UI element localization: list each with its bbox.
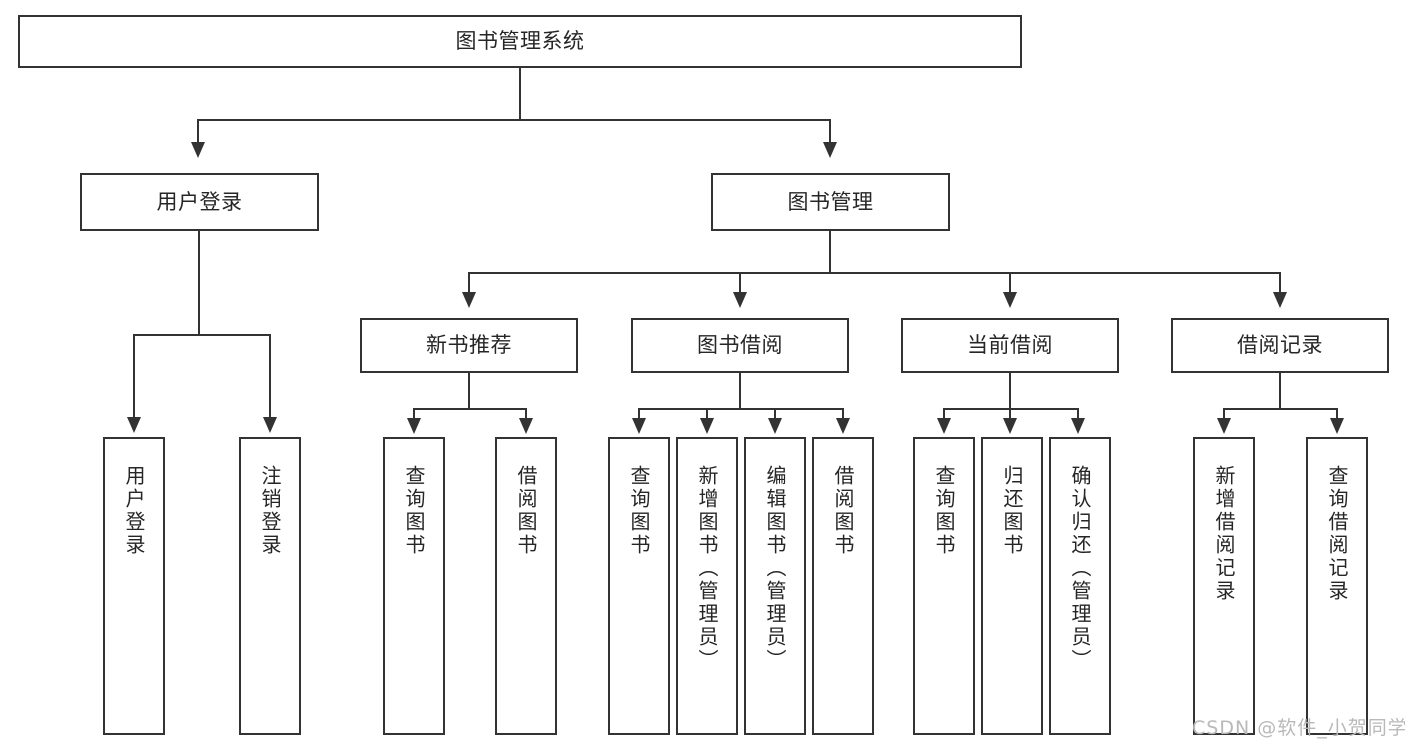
node-borrow-record[interactable]: 借阅记录 bbox=[1171, 318, 1389, 373]
node-label: 查询图书 bbox=[402, 465, 426, 557]
leaf-current-borrow-query[interactable]: 查询图书 bbox=[913, 437, 975, 735]
edge-current-borrow-drop-1 bbox=[943, 408, 945, 420]
edge-to-borrow-record bbox=[1279, 272, 1281, 294]
node-label: 编辑图书（管理员） bbox=[763, 465, 787, 672]
arrow-new-book-leaf-1 bbox=[407, 418, 421, 434]
edge-user-login-stem bbox=[198, 231, 200, 335]
arrow-current-borrow-leaf-1 bbox=[937, 418, 951, 434]
edge-user-login-bus bbox=[133, 334, 270, 336]
node-book-management[interactable]: 图书管理 bbox=[711, 173, 950, 231]
edge-to-book-borrow bbox=[739, 272, 741, 294]
node-new-book-recommend[interactable]: 新书推荐 bbox=[360, 318, 578, 373]
node-label: 借阅记录 bbox=[1237, 333, 1323, 358]
node-current-borrow[interactable]: 当前借阅 bbox=[901, 318, 1119, 373]
edge-current-borrow-bus bbox=[943, 408, 1079, 410]
node-label: 注销登录 bbox=[258, 465, 282, 557]
leaf-current-borrow-confirm-return[interactable]: 确认归还（管理员） bbox=[1049, 437, 1111, 735]
leaf-logout[interactable]: 注销登录 bbox=[239, 437, 301, 735]
node-user-login[interactable]: 用户登录 bbox=[80, 173, 319, 231]
edge-to-current-borrow bbox=[1009, 272, 1011, 294]
arrow-to-book-borrow bbox=[733, 292, 747, 308]
node-book-borrow[interactable]: 图书借阅 bbox=[631, 318, 849, 373]
node-label: 新书推荐 bbox=[426, 333, 512, 358]
edge-current-borrow-stem bbox=[1009, 373, 1011, 409]
arrow-to-leaf-user-login bbox=[127, 417, 141, 433]
edge-borrow-record-bus bbox=[1223, 408, 1337, 410]
arrow-current-borrow-leaf-3 bbox=[1071, 418, 1085, 434]
edge-to-new-book bbox=[468, 272, 470, 294]
arrow-book-borrow-leaf-3 bbox=[768, 418, 782, 434]
node-label: 新增借阅记录 bbox=[1212, 465, 1236, 603]
arrow-borrow-record-leaf-2 bbox=[1330, 418, 1344, 434]
leaf-book-borrow-query[interactable]: 查询图书 bbox=[608, 437, 670, 735]
edge-borrow-record-drop-2 bbox=[1336, 408, 1338, 420]
node-label: 新增图书（管理员） bbox=[695, 465, 719, 672]
edge-new-book-drop-2 bbox=[525, 408, 527, 420]
edge-book-borrow-drop-2 bbox=[706, 408, 708, 420]
node-label: 用户登录 bbox=[122, 465, 146, 557]
node-label: 查询图书 bbox=[932, 465, 956, 557]
arrow-book-borrow-leaf-1 bbox=[632, 418, 646, 434]
edge-book-borrow-drop-3 bbox=[774, 408, 776, 420]
leaf-book-borrow-borrow[interactable]: 借阅图书 bbox=[812, 437, 874, 735]
leaf-borrow-record-query[interactable]: 查询借阅记录 bbox=[1306, 437, 1368, 735]
arrow-new-book-leaf-2 bbox=[519, 418, 533, 434]
edge-user-login-right-drop bbox=[269, 334, 271, 419]
edge-book-mgmt-stem bbox=[829, 231, 831, 273]
edge-new-book-bus bbox=[413, 408, 526, 410]
edge-book-borrow-stem bbox=[739, 373, 741, 409]
leaf-new-book-borrow[interactable]: 借阅图书 bbox=[495, 437, 557, 735]
edge-new-book-stem bbox=[468, 373, 470, 409]
edge-new-book-drop-1 bbox=[413, 408, 415, 420]
edge-borrow-record-drop-1 bbox=[1223, 408, 1225, 420]
node-root-system[interactable]: 图书管理系统 bbox=[18, 15, 1022, 68]
edge-book-mgmt-bus bbox=[468, 272, 1280, 274]
edge-root-bus bbox=[197, 119, 831, 121]
arrow-borrow-record-leaf-1 bbox=[1217, 418, 1231, 434]
arrow-to-current-borrow bbox=[1003, 292, 1017, 308]
arrow-root-to-user-login bbox=[191, 142, 205, 158]
leaf-book-borrow-edit[interactable]: 编辑图书（管理员） bbox=[744, 437, 806, 735]
node-label: 借阅图书 bbox=[831, 465, 855, 557]
node-label: 图书借阅 bbox=[697, 333, 783, 358]
leaf-user-login[interactable]: 用户登录 bbox=[103, 437, 165, 735]
edge-current-borrow-drop-3 bbox=[1077, 408, 1079, 420]
edge-book-borrow-bus bbox=[638, 408, 844, 410]
leaf-current-borrow-return[interactable]: 归还图书 bbox=[981, 437, 1043, 735]
edge-root-stem bbox=[519, 68, 521, 120]
leaf-borrow-record-add[interactable]: 新增借阅记录 bbox=[1193, 437, 1255, 735]
node-label: 当前借阅 bbox=[967, 333, 1053, 358]
leaf-book-borrow-add[interactable]: 新增图书（管理员） bbox=[676, 437, 738, 735]
node-label: 确认归还（管理员） bbox=[1068, 465, 1092, 672]
edge-book-borrow-drop-4 bbox=[842, 408, 844, 420]
node-label: 归还图书 bbox=[1000, 465, 1024, 557]
node-label: 借阅图书 bbox=[514, 465, 538, 557]
node-label: 图书管理 bbox=[787, 189, 874, 214]
arrow-to-new-book bbox=[462, 292, 476, 308]
arrow-root-to-book-mgmt bbox=[823, 142, 837, 158]
arrow-current-borrow-leaf-2 bbox=[1003, 418, 1017, 434]
edge-root-to-user-login bbox=[197, 119, 199, 145]
arrow-book-borrow-leaf-2 bbox=[700, 418, 714, 434]
arrow-to-leaf-logout bbox=[263, 417, 277, 433]
edge-current-borrow-drop-2 bbox=[1009, 408, 1011, 420]
edge-borrow-record-stem bbox=[1279, 373, 1281, 409]
edge-user-login-left-drop bbox=[133, 334, 135, 419]
node-label: 查询图书 bbox=[627, 465, 651, 557]
arrow-book-borrow-leaf-4 bbox=[836, 418, 850, 434]
node-label: 查询借阅记录 bbox=[1325, 465, 1349, 603]
leaf-new-book-query[interactable]: 查询图书 bbox=[383, 437, 445, 735]
csdn-watermark: CSDN @软件_小贺同学 bbox=[1192, 717, 1405, 739]
edge-root-to-book-mgmt bbox=[829, 119, 831, 145]
arrow-to-borrow-record bbox=[1273, 292, 1287, 308]
node-label: 用户登录 bbox=[156, 189, 243, 214]
node-label: 图书管理系统 bbox=[455, 29, 585, 54]
edge-book-borrow-drop-1 bbox=[638, 408, 640, 420]
